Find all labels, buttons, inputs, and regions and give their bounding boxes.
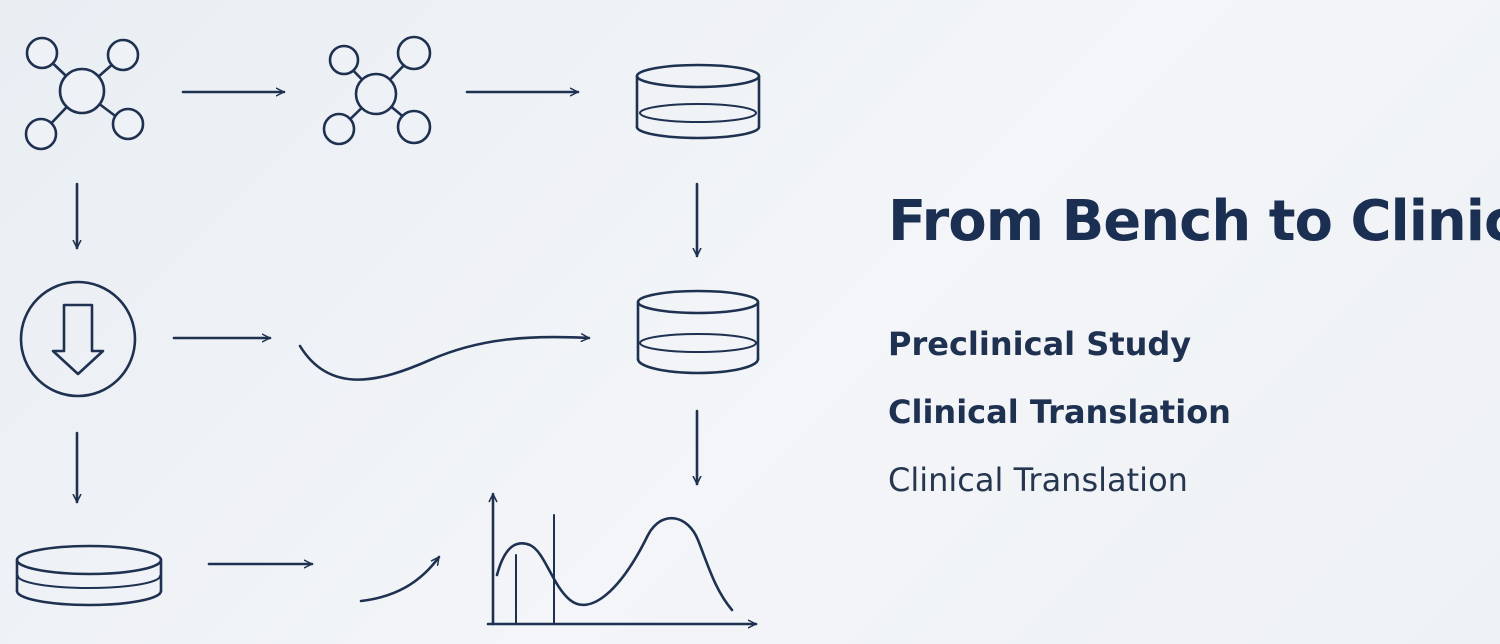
curve-chart-icon xyxy=(486,492,758,629)
petri-dish-icon xyxy=(636,289,760,375)
wave-arrow xyxy=(298,333,591,381)
stage-label-translation-secondary: Clinical Translation xyxy=(888,461,1188,499)
curved-arrow xyxy=(359,555,441,603)
flat-dish-icon xyxy=(15,544,163,607)
chart-curve xyxy=(495,517,734,612)
text-panel: From Bench to Clinic Preclinical Study C… xyxy=(888,186,1500,499)
petri-dish-icon xyxy=(635,63,761,140)
page-title: From Bench to Clinic xyxy=(888,189,1500,254)
stage-label-translation: Clinical Translation xyxy=(888,393,1231,431)
stage-label-preclinical: Preclinical Study xyxy=(888,325,1192,363)
molecule-icon xyxy=(24,36,145,151)
download-circle-icon xyxy=(19,280,137,398)
molecule-icon xyxy=(322,35,432,146)
